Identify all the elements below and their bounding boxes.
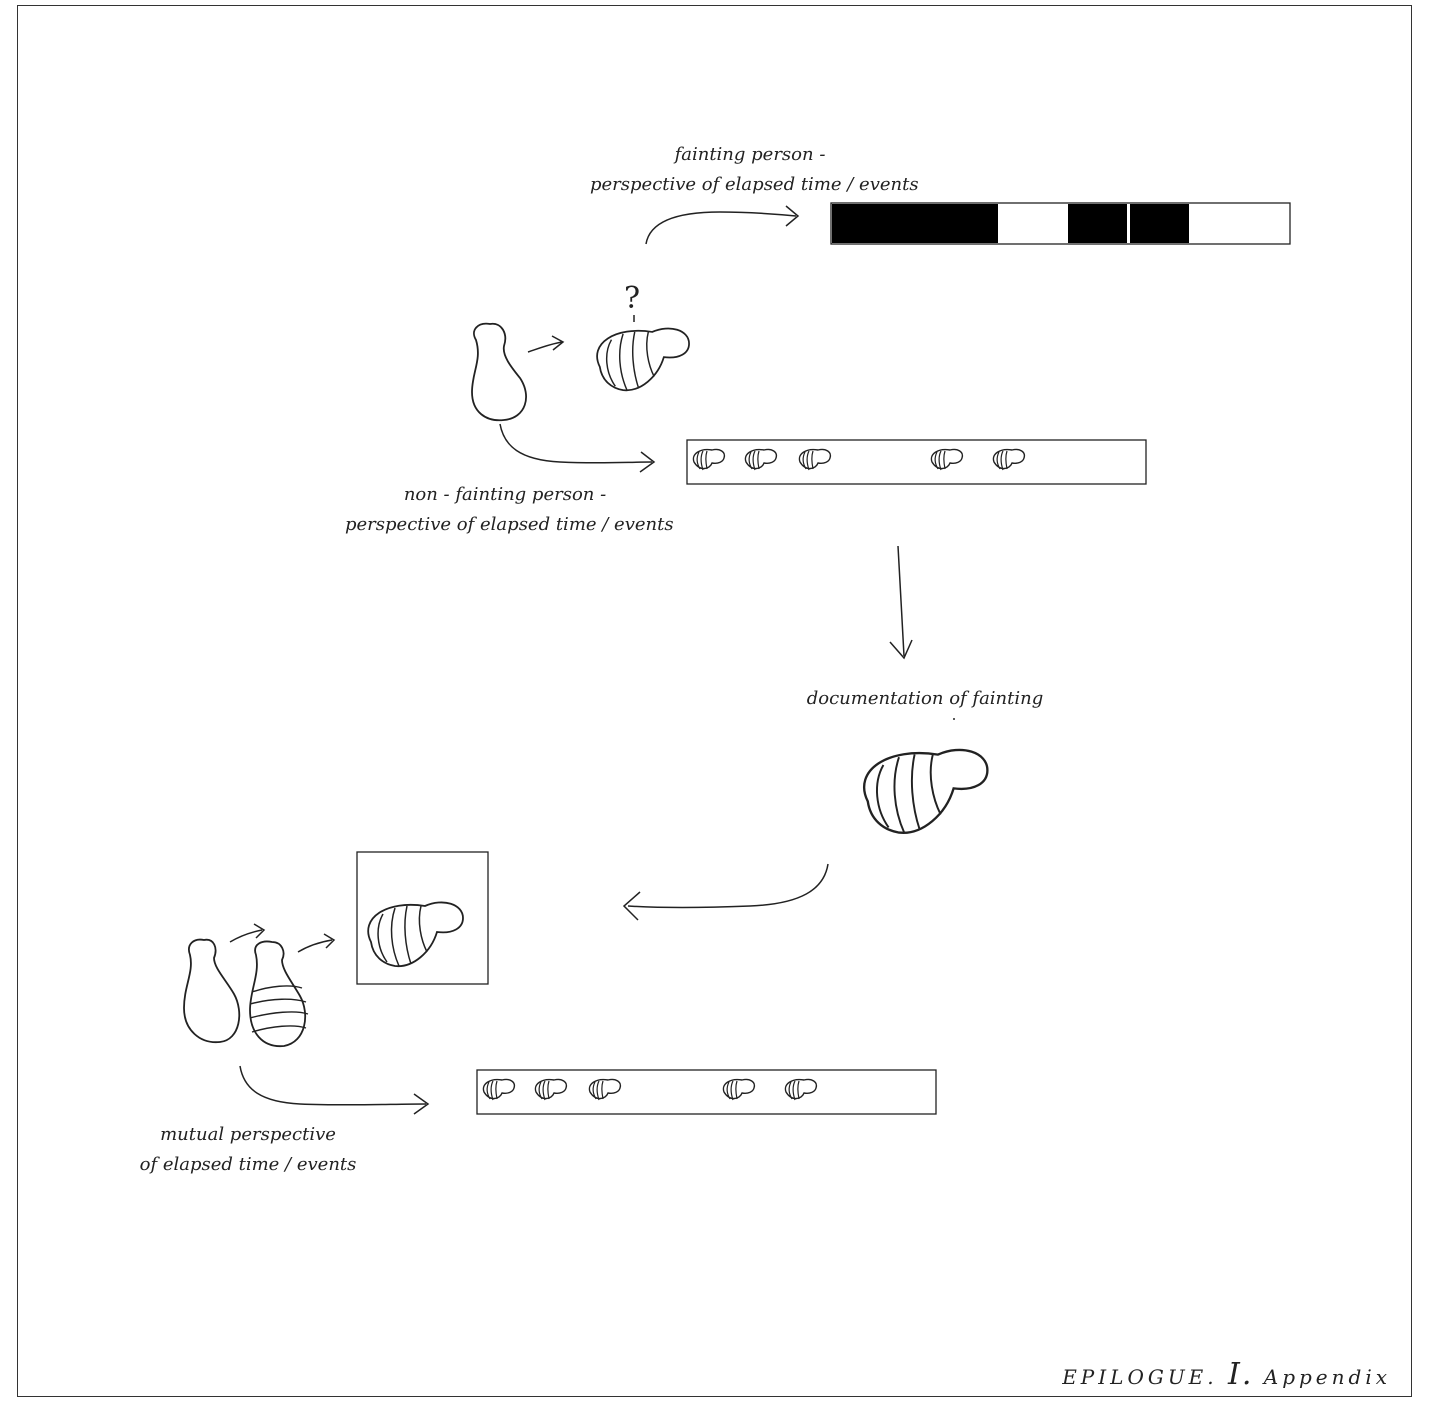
question-mark: ?: [624, 281, 640, 316]
label-line: mutual perspective: [128, 1120, 368, 1150]
arrow: [500, 424, 652, 463]
upright-person-figure: [184, 940, 239, 1043]
label-line: fainting person -: [590, 140, 910, 170]
fainted-person-figure: [597, 328, 689, 390]
footer-part1: EPILOGUE.: [1062, 1365, 1217, 1389]
footer-caption: EPILOGUE. I. Appendix: [1062, 1357, 1391, 1392]
documentation-fainted-figure: [864, 750, 987, 833]
label-line: non - fainting person -: [345, 480, 665, 510]
timeline-blackout-segment: [1130, 204, 1189, 243]
footer-part2: Appendix: [1264, 1365, 1391, 1389]
arrow: [298, 940, 332, 952]
footer-numeral: I.: [1228, 1357, 1253, 1392]
arrow: [240, 1066, 426, 1105]
timeline-blackout-segment: [1068, 204, 1127, 243]
upright-person-figure: [472, 324, 526, 421]
label-line: perspective of elapsed time / events: [345, 510, 665, 540]
label-line: of elapsed time / events: [128, 1150, 368, 1180]
arrow: [646, 212, 796, 244]
documentation-label: documentation of fainting: [800, 684, 1050, 714]
arrow: [628, 864, 828, 908]
label-line: documentation of fainting: [800, 684, 1050, 714]
fainting-perspective-label: fainting person - perspective of elapsed…: [590, 140, 910, 200]
timeline-blackout-segment: [832, 204, 998, 243]
non-fainting-perspective-label: non - fainting person - perspective of e…: [345, 480, 665, 540]
arrow: [898, 546, 904, 656]
label-line: perspective of elapsed time / events: [590, 170, 910, 200]
mutual-perspective-label: mutual perspective of elapsed time / eve…: [128, 1120, 368, 1180]
